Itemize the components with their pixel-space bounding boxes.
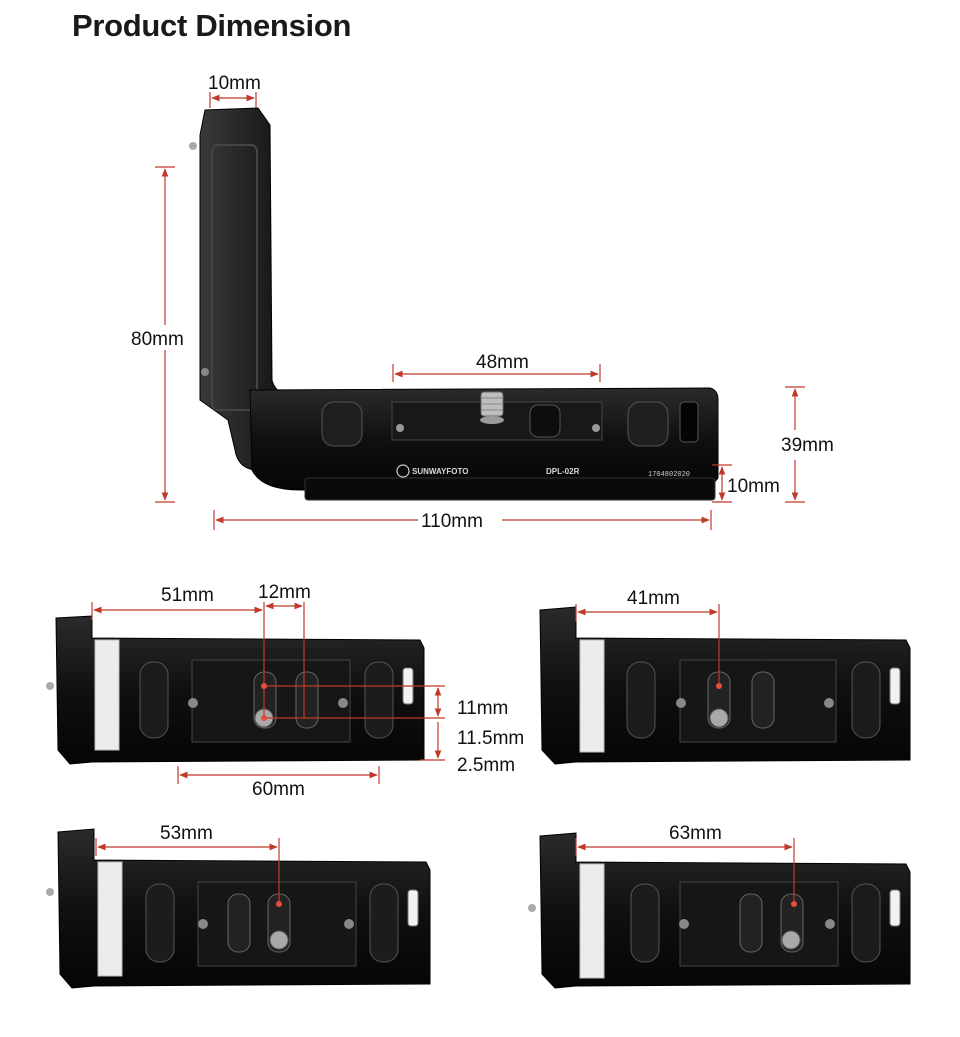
set-screw: [592, 424, 600, 432]
set-screw: [188, 698, 198, 708]
mounting-screw: [781, 930, 801, 950]
set-screw: [201, 368, 209, 376]
base-slot: [321, 401, 363, 447]
dim-screw-span: 48mm: [476, 352, 529, 373]
plate-slot: [295, 671, 319, 729]
main-dimension-lines: [155, 92, 805, 530]
dimension-lines: [95, 838, 280, 906]
base-slot: [679, 401, 699, 443]
plate-slot: [630, 883, 660, 963]
plate-view-bottom-left: 53mm: [46, 823, 431, 989]
mounting-screw: [709, 708, 729, 728]
plate-side-rail: [97, 861, 123, 977]
dim-length: 110mm: [421, 511, 483, 532]
dim-a: 63mm: [669, 823, 722, 844]
base-slot: [529, 404, 561, 438]
dim-c: 11mm: [457, 698, 508, 719]
dim-d: 11.5mm: [457, 728, 524, 749]
plate-slot: [364, 661, 394, 739]
set-screw: [189, 142, 197, 150]
plate-slot: [626, 661, 656, 739]
serial-engraving: 1704802020: [648, 471, 690, 479]
set-screw: [344, 919, 354, 929]
plate-side-rail: [579, 639, 605, 753]
plate-side-rail: [94, 639, 120, 751]
set-screw: [676, 698, 686, 708]
plate-slot: [851, 661, 881, 739]
dim-a: 53mm: [160, 823, 213, 844]
set-screw: [46, 888, 54, 896]
set-screw: [824, 698, 834, 708]
mounting-screw: [480, 391, 504, 424]
plate-view-top-right: 41mm: [539, 588, 911, 765]
set-screw: [396, 424, 404, 432]
dim-e: 2.5mm: [457, 755, 515, 776]
plate-view-top-left: 51mm 12mm 11mm 11.5mm 2.5mm 60mm: [46, 582, 524, 800]
plate-slot: [739, 893, 763, 953]
center-point: [261, 683, 267, 689]
plate-slot: [145, 883, 175, 963]
center-point: [716, 683, 722, 689]
brand-logo-icon: [396, 464, 410, 478]
plate-side-rail: [579, 863, 605, 979]
page-title: Product Dimension: [72, 8, 352, 43]
model-engraving: DPL-02R: [546, 467, 580, 476]
plate-slot: [369, 883, 399, 963]
center-point: [261, 715, 267, 721]
plate-slot: [889, 667, 901, 705]
brand-engraving: SUNWAYFOTO: [412, 467, 468, 476]
set-screw: [198, 919, 208, 929]
dimension-lines: [575, 838, 795, 906]
plate-slot: [407, 889, 419, 927]
dim-height: 80mm: [131, 329, 184, 350]
center-point: [791, 901, 797, 907]
set-screw: [338, 698, 348, 708]
plate-view-bottom-right: 63mm: [528, 823, 911, 989]
plate-slot: [139, 661, 169, 739]
plate-slot: [227, 893, 251, 953]
set-screw: [528, 904, 536, 912]
dim-a: 51mm: [161, 585, 214, 606]
base-slot: [627, 401, 669, 447]
set-screw: [825, 919, 835, 929]
plate-slot: [889, 889, 901, 927]
dimension-lines: [575, 604, 720, 688]
main-bracket-view: SUNWAYFOTO DPL-02R 1704802020 10mm 80mm …: [131, 73, 834, 532]
dim-plate-height: 39mm: [781, 435, 834, 456]
center-point: [276, 901, 282, 907]
plate-slot: [751, 671, 775, 729]
dim-b: 12mm: [258, 582, 311, 603]
base-plate-bottom-rail: [304, 477, 716, 501]
set-screw: [679, 919, 689, 929]
set-screw: [46, 682, 54, 690]
mounting-screw: [269, 930, 289, 950]
dim-top-width: 10mm: [208, 73, 261, 94]
plate-slot: [851, 883, 881, 963]
dimension-lines: [91, 602, 445, 784]
dim-f: 60mm: [252, 779, 305, 800]
vertical-arm-slot: [211, 144, 258, 411]
dim-plate-thickness: 10mm: [727, 476, 780, 497]
dim-a: 41mm: [627, 588, 680, 609]
